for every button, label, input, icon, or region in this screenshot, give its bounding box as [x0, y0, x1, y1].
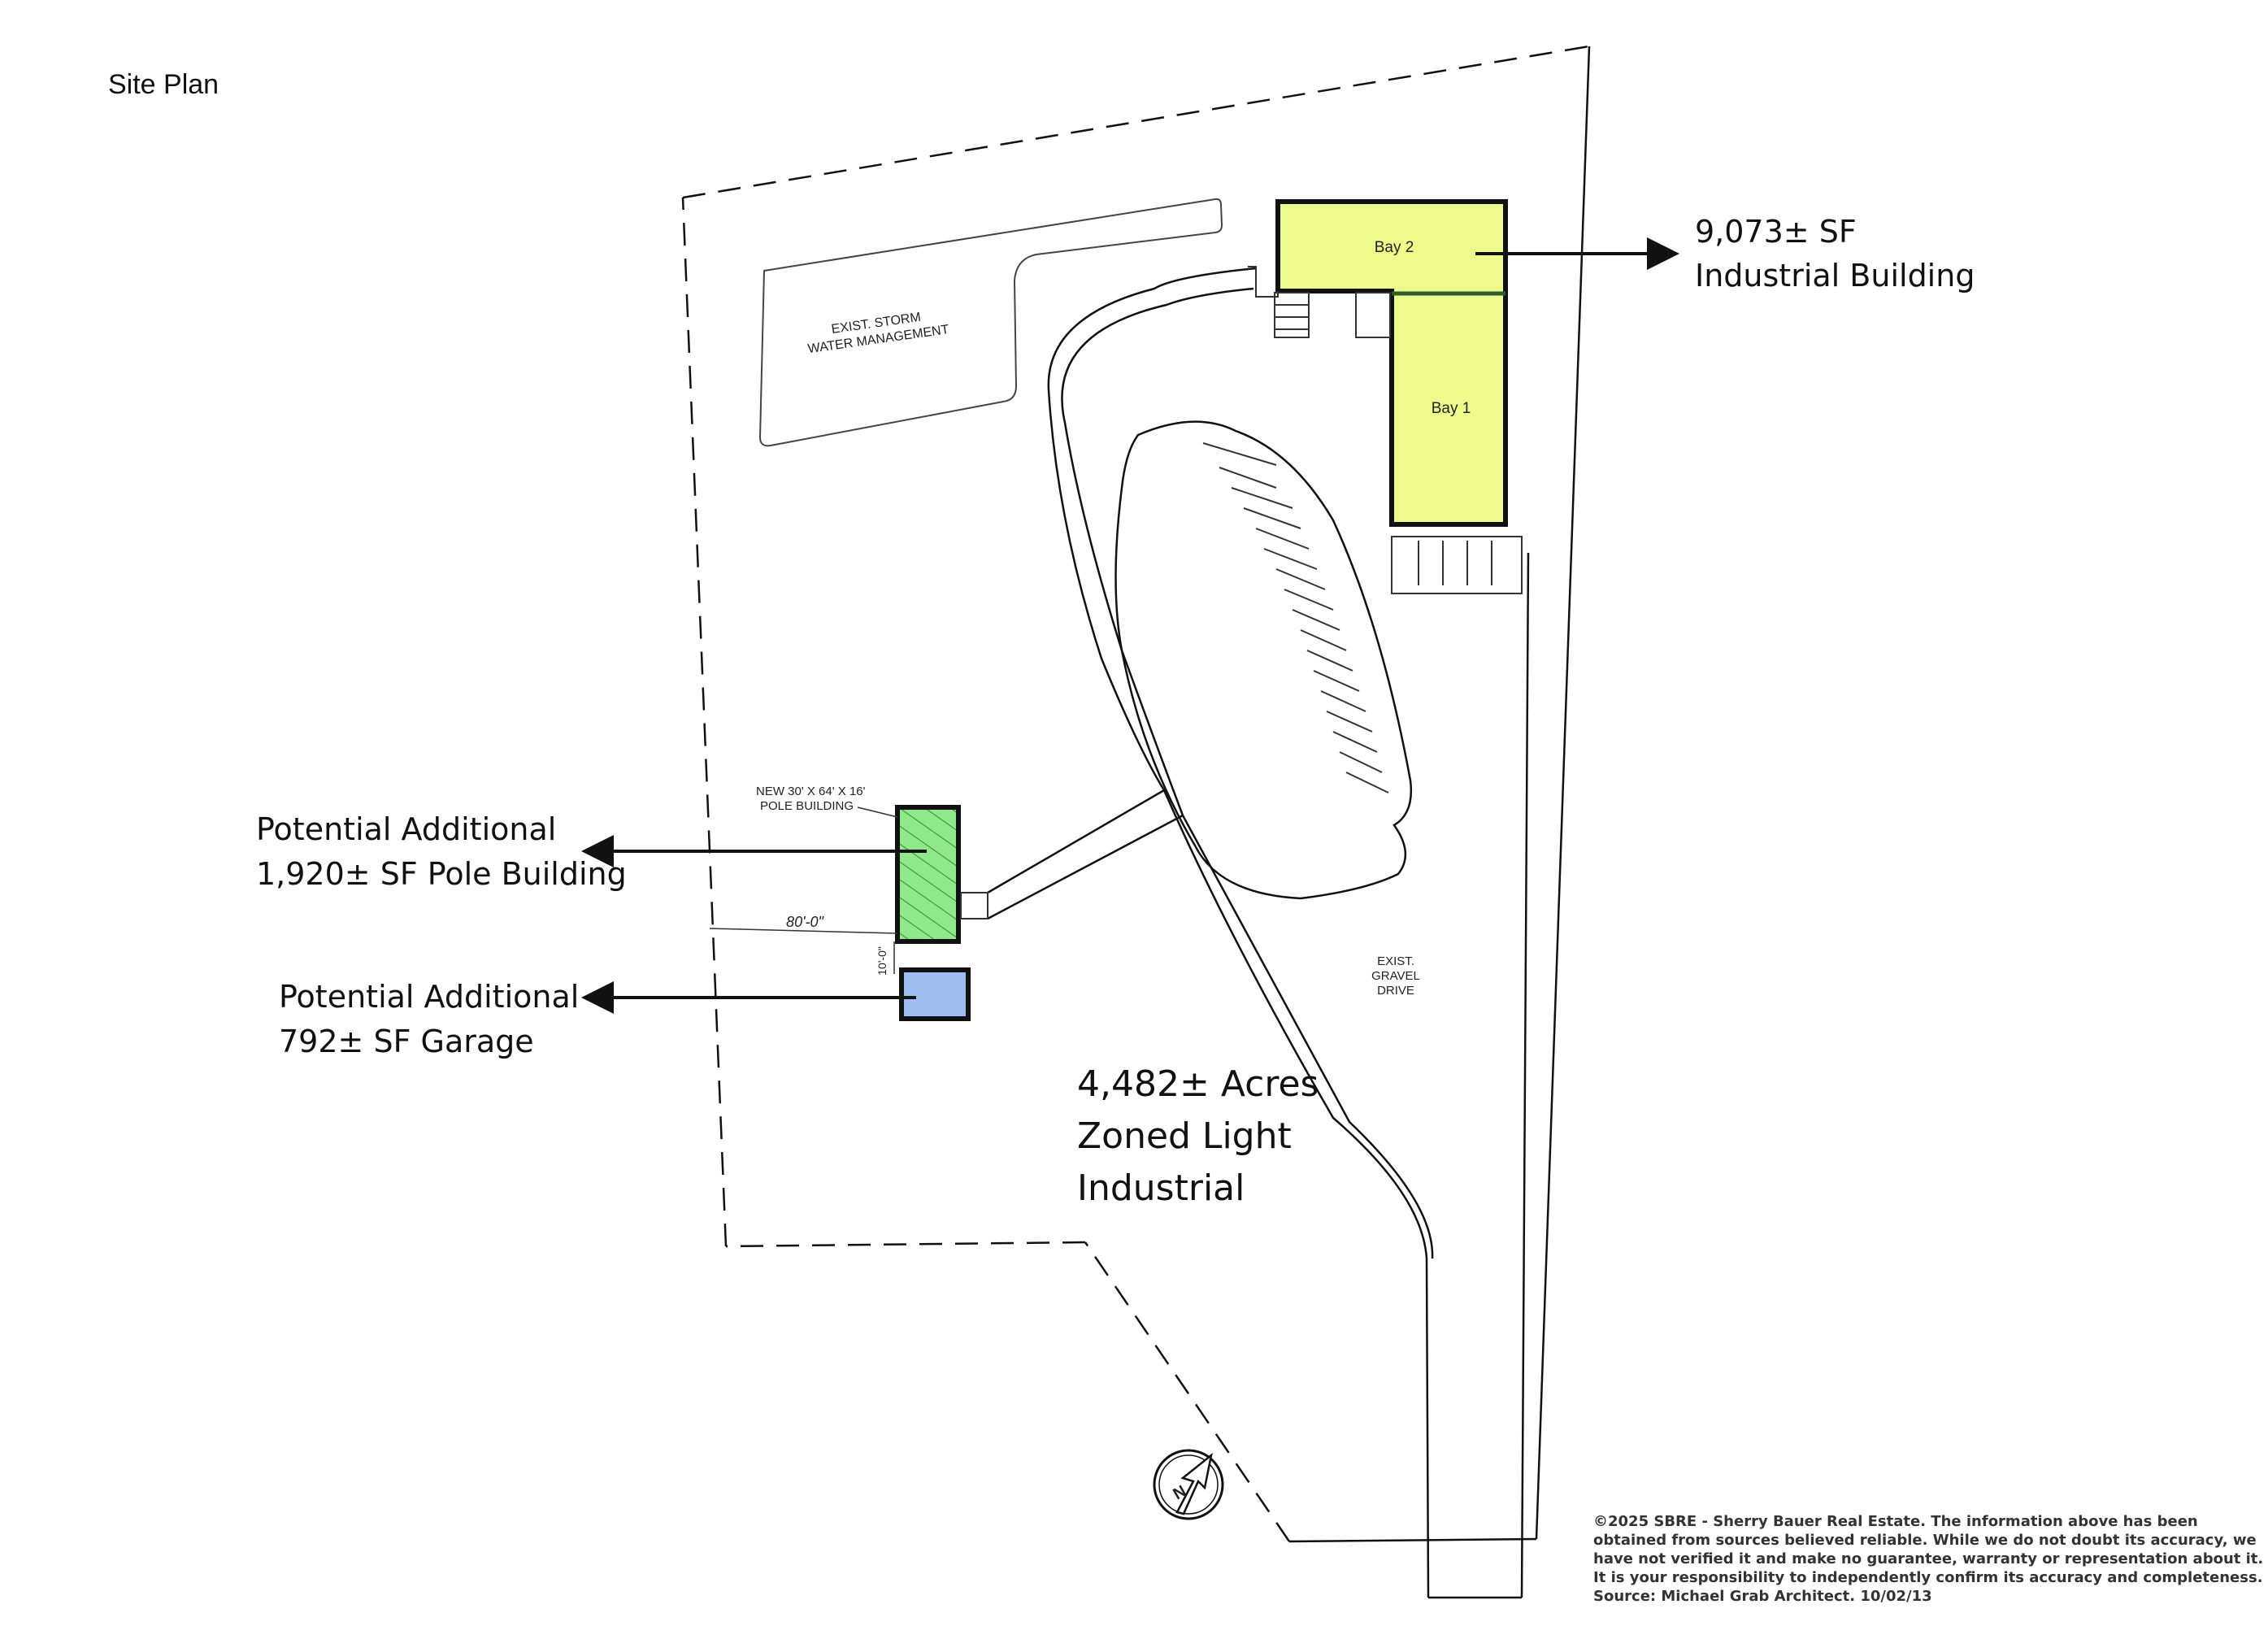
pole-callout: Potential Additional 1,920± SF Pole Buil… [256, 811, 627, 892]
svg-text:EXIST.: EXIST. [1377, 954, 1414, 968]
pole-note: NEW 30' X 64' X 16' POLE BUILDING [756, 785, 898, 818]
svg-text:10'-0": 10'-0" [875, 946, 889, 976]
pole-building [895, 805, 988, 944]
bay-1-label: Bay 1 [1432, 400, 1471, 417]
property-boundary [681, 45, 1591, 1543]
north-arrow-icon: N [1153, 1449, 1224, 1520]
parking-stalls [1202, 442, 1523, 793]
garage-callout: Potential Additional 792± SF Garage [279, 979, 579, 1059]
disclaimer: ©2025 SBRE - Sherry Bauer Real Estate. T… [1593, 1512, 2264, 1606]
svg-text:POLE BUILDING: POLE BUILDING [760, 799, 854, 813]
svg-text:1,920± SF Pole Building: 1,920± SF Pole Building [256, 856, 627, 892]
industrial-building: Bay 2 Bay 1 [1275, 199, 1508, 527]
gravel-drive [987, 267, 1530, 1599]
storm-water-area [758, 198, 1223, 447]
svg-text:Zoned Light: Zoned Light [1077, 1115, 1292, 1157]
disclaimer-line: Source: Michael Grab Architect. 10/02/13 [1593, 1588, 1932, 1605]
gravel-drive-label: EXIST. GRAVEL DRIVE [1371, 954, 1420, 998]
dimension-gap: 10'-0" [875, 941, 895, 976]
svg-text:80'-0": 80'-0" [786, 914, 824, 930]
disclaimer-line: It is your responsibility to independent… [1593, 1569, 2263, 1586]
disclaimer-line: have not verified it and make no guarant… [1593, 1550, 2264, 1567]
svg-text:NEW 30' X 64' X 16': NEW 30' X 64' X 16' [756, 785, 866, 798]
storm-water-label: EXIST. STORM WATER MANAGEMENT [807, 311, 950, 357]
svg-text:792± SF Garage: 792± SF Garage [279, 1024, 534, 1059]
dimension-width: 80'-0" [709, 914, 898, 934]
disclaimer-line: obtained from sources believed reliable.… [1593, 1532, 2257, 1549]
svg-text:Industrial: Industrial [1077, 1167, 1245, 1209]
garage [899, 967, 971, 1021]
svg-text:9,073± SF: 9,073± SF [1695, 214, 1857, 250]
svg-text:DRIVE: DRIVE [1377, 984, 1414, 998]
acres-label: 4,482± Acres Zoned Light Industrial [1077, 1063, 1319, 1209]
svg-text:Potential Additional: Potential Additional [279, 979, 579, 1015]
industrial-callout: 9,073± SF Industrial Building [1695, 214, 1975, 293]
page-title: Site Plan [108, 69, 219, 100]
svg-text:Industrial Building: Industrial Building [1695, 258, 1975, 293]
disclaimer-line: ©2025 SBRE - Sherry Bauer Real Estate. T… [1593, 1513, 2198, 1530]
svg-text:Potential Additional: Potential Additional [256, 811, 556, 847]
loading-steps [1248, 266, 1391, 338]
svg-text:GRAVEL: GRAVEL [1371, 969, 1420, 983]
bay-2-label: Bay 2 [1375, 239, 1414, 256]
svg-text:4,482± Acres: 4,482± Acres [1077, 1063, 1319, 1105]
